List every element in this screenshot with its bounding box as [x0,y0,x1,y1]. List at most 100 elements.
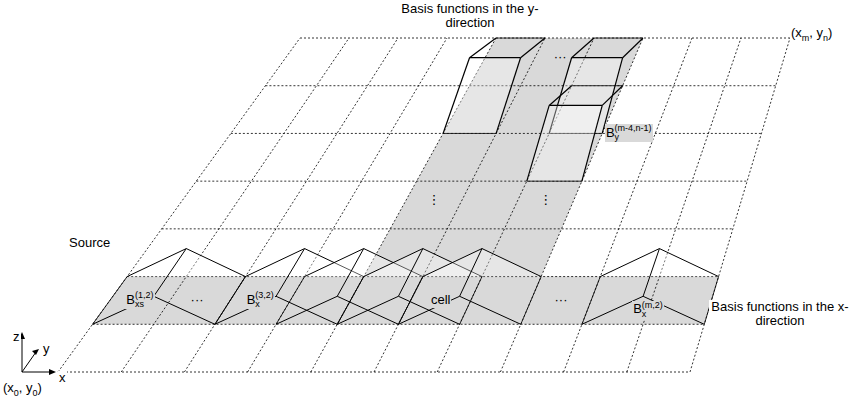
axis-arrow [49,369,56,375]
x-basis [276,249,304,297]
y-basis [549,105,602,106]
label-text: ) [828,25,832,40]
label-text: ⋮ [427,192,440,207]
grid-line [248,38,447,372]
ellipsis: ⋮ [426,193,441,207]
label-text: xs [135,300,154,309]
label-text: ··· [191,292,204,307]
section-title: Basis functions in the x-direction [709,300,851,329]
label-text: ⋮ [539,192,552,207]
label-text: x [255,300,274,309]
y-basis [443,133,496,134]
axis-y [22,352,36,372]
x-basis [582,277,600,325]
y-basis [443,58,469,134]
label-text: B [126,292,135,307]
index-stack: (m,2)x [642,301,663,319]
source-basis [127,249,186,277]
origin-coordinate: (x0, y0) [2,381,43,397]
source-basis [154,296,215,324]
x-basis [460,277,482,325]
y-basis [594,38,643,39]
corner-coordinate: (xm, yn) [790,26,833,43]
x-basis [398,277,422,325]
x-basis [337,277,363,325]
label-text: (3,2) [255,291,274,300]
x-basis [337,296,398,324]
y-basis [602,58,622,134]
x-basis [276,296,337,324]
y-basis [527,105,549,181]
y-basis [549,86,571,106]
grid-line [58,38,300,372]
label-text: B [633,301,642,316]
grid-line [184,38,398,372]
x-basis [305,249,364,277]
y-basis [602,86,622,106]
label-text: m [802,33,810,43]
x-basis [337,277,363,325]
x-basis [460,249,482,297]
label-text: y [43,341,50,356]
x-basis [276,296,337,324]
x-basis [423,249,541,277]
label-text: B [606,125,615,140]
grid-line [196,181,747,182]
y-basis [470,57,521,58]
source-basis [127,249,245,277]
y-basis [496,58,520,134]
label-text: ) [38,380,42,395]
label-text: , y [19,380,33,395]
y-basis [572,85,623,86]
x-band [93,277,719,325]
x-basis [364,249,423,277]
source-basis [93,277,128,325]
x-basis [423,249,482,277]
axis-z [22,336,23,372]
ellipsis: ··· [553,50,568,64]
x-basis [600,249,718,277]
ellipsis: ··· [190,293,205,307]
label-text: 0 [33,388,38,397]
axis-label: x [58,371,67,385]
x-basis [521,277,541,325]
y-basis [572,57,623,58]
axis-label: y [42,342,51,356]
label-text: (m,2) [642,301,663,310]
x-basis [600,249,659,277]
x-basis [337,296,398,324]
label-text: n [823,33,828,43]
y-basis [623,38,643,58]
x-basis [460,296,521,324]
index-stack: (1,2)xs [135,291,154,309]
x-basis [215,277,246,325]
label-text: Source [69,235,110,250]
y-basis [470,38,496,58]
label-text: (m-4,n-1) [615,124,652,133]
grid-line [58,372,690,373]
source-basis [154,249,187,297]
axis-label: z [12,330,21,344]
label-text: ··· [555,292,568,307]
index-stack: (3,2)x [255,291,274,309]
label-text: x [642,310,663,319]
basis-label: B(1,2)xs [125,291,154,309]
grid-line [374,38,545,372]
y-band [364,38,643,277]
y-basis [572,38,594,58]
y-basis [527,105,603,181]
label-text: ··· [554,49,567,64]
grid-line [231,133,762,134]
y-basis [527,181,582,182]
ellipsis: ⋮ [538,193,553,207]
y-basis [521,38,545,58]
y-basis [443,58,520,134]
grid-line [300,38,790,39]
grid-line [162,228,733,229]
grid-line [265,85,775,86]
x-basis [398,249,422,297]
label-text: (x [3,380,14,395]
grid-line [121,38,349,372]
x-basis [276,277,304,325]
axis-x [22,372,52,373]
